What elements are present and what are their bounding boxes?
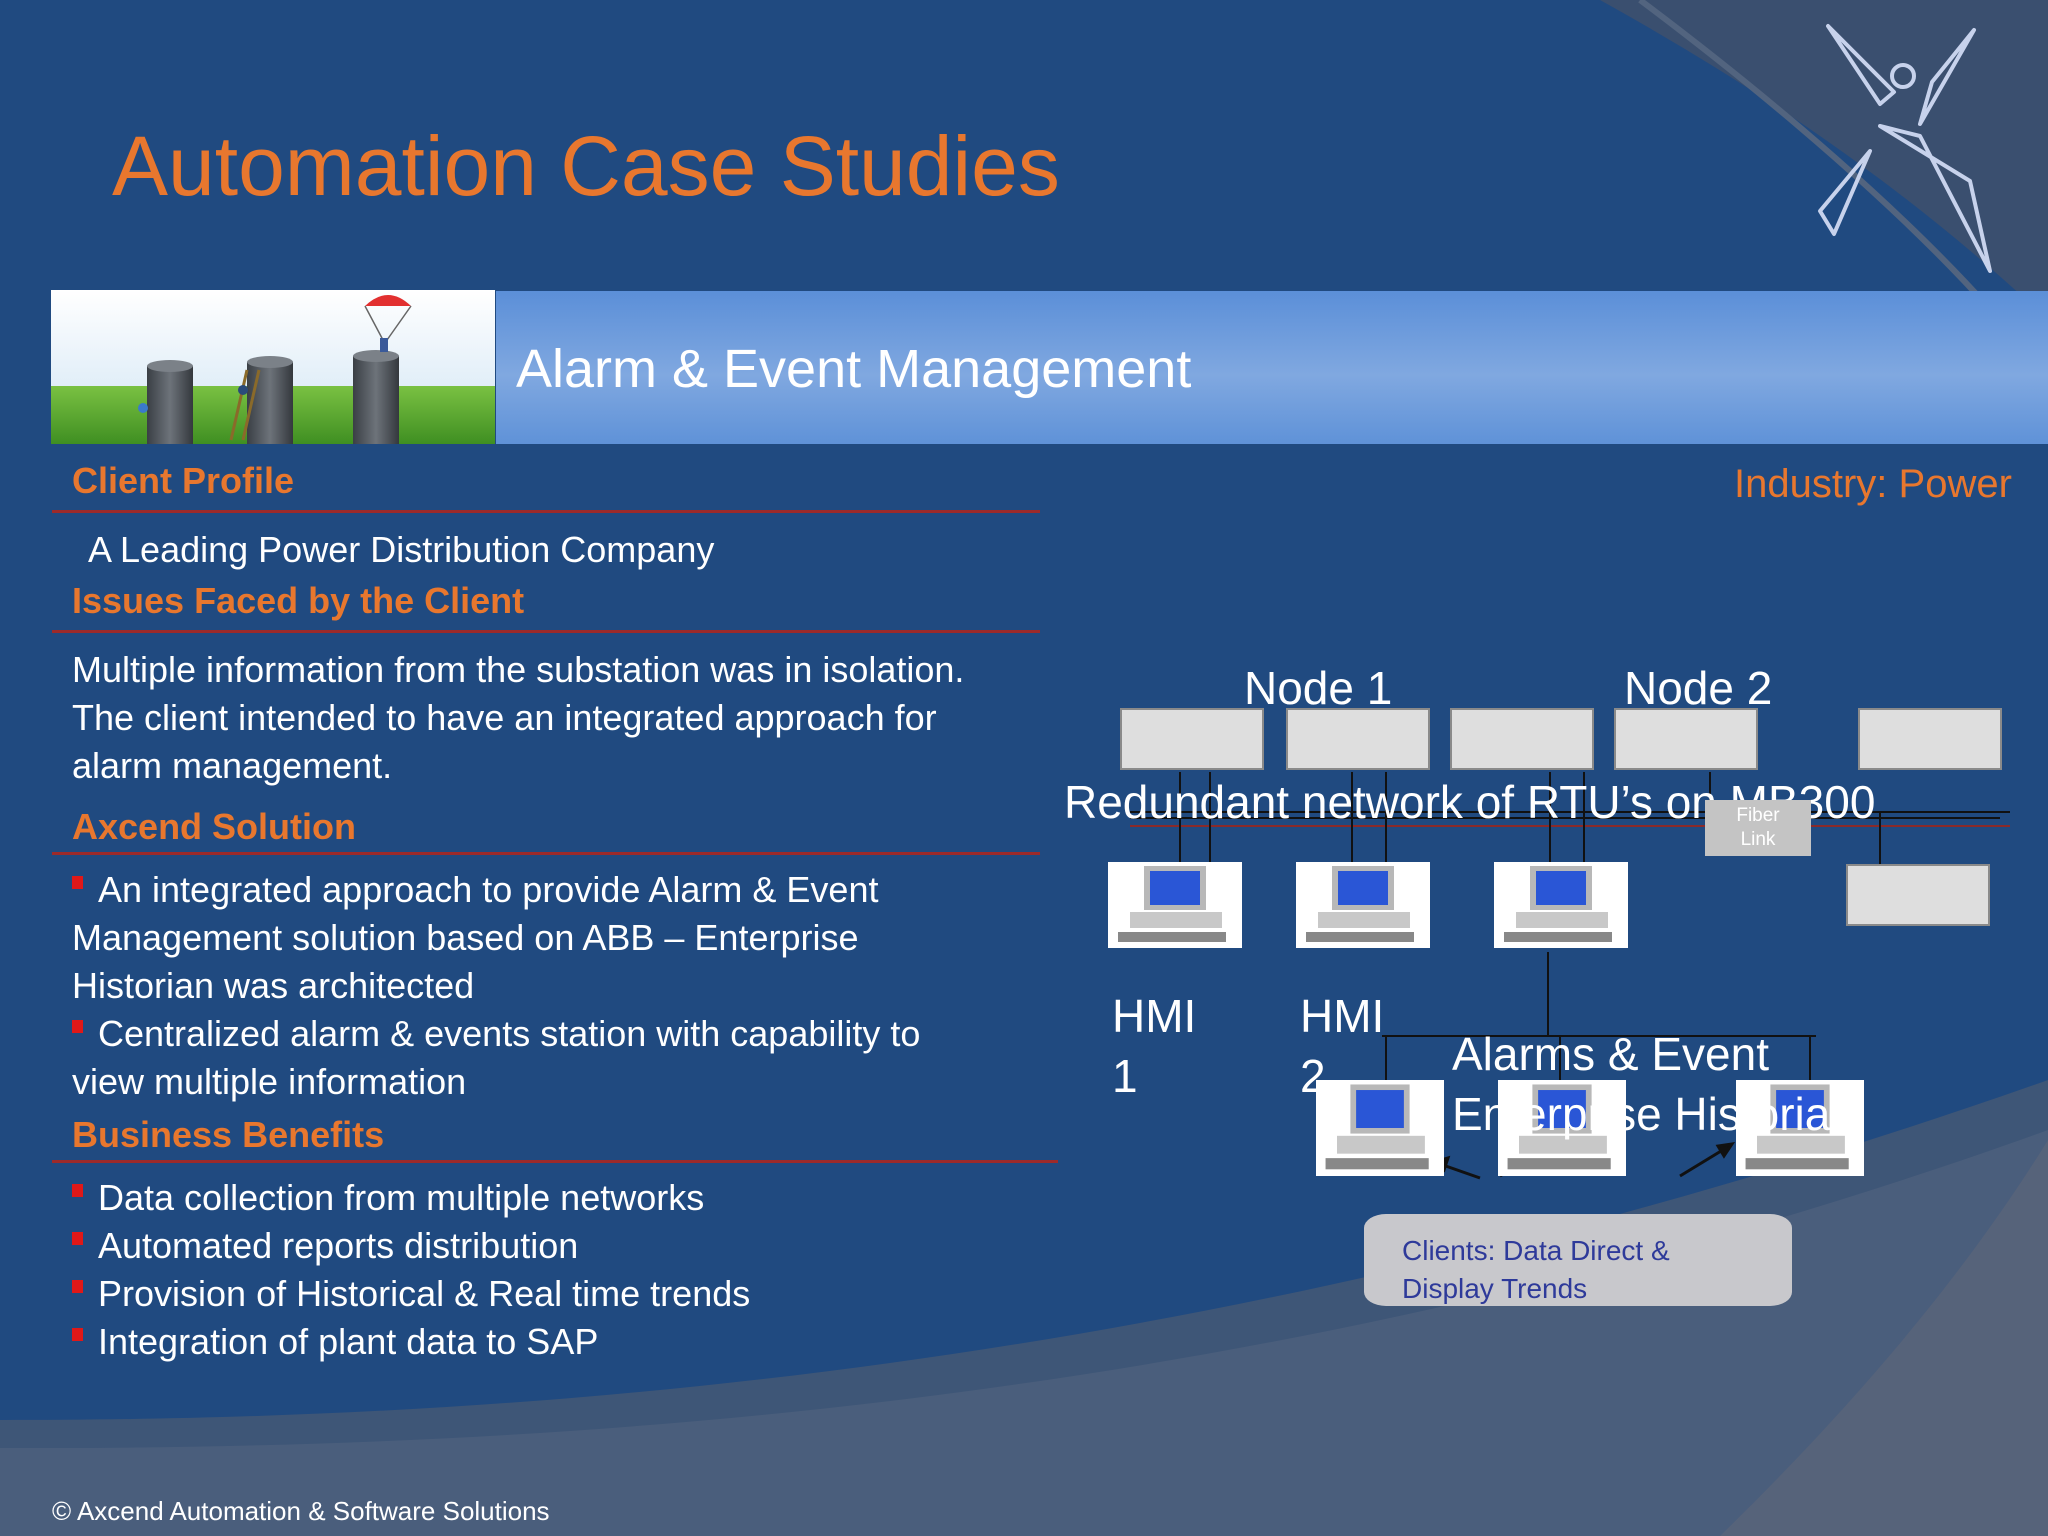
divider [52, 852, 1040, 855]
banner-bar [496, 291, 2048, 444]
page-title: Automation Case Studies [112, 119, 1060, 213]
bullet-item-continuation: Management solution based on ABB – Enter… [72, 917, 859, 958]
fiber-link-label: Fiber [1736, 805, 1780, 826]
industry-label: Industry: Power [1734, 462, 2012, 506]
rtu-rack-icon [1614, 708, 1758, 770]
issues-heading: Issues Faced by the Client [72, 580, 525, 621]
bullet-item-continuation: Historian was architected [72, 965, 475, 1006]
rtu-rack-icon [1450, 708, 1594, 770]
issues-line: alarm management. [72, 745, 393, 786]
rtu-rack-icon [1120, 708, 1264, 770]
solution-heading: Axcend Solution [72, 806, 357, 847]
banner-photo [51, 290, 495, 444]
client-profile-text: A Leading Power Distribution Company [88, 529, 715, 570]
bullet-item-continuation: view multiple information [72, 1061, 467, 1102]
node-1-label: Node 1 [1244, 662, 1393, 714]
clients-label: Display Trends [1402, 1273, 1588, 1304]
computer-icon [1498, 1080, 1626, 1176]
bullet-item: Integration of plant data to SAP [72, 1318, 750, 1366]
fiber-link-box: Fiber Link [1705, 800, 1811, 856]
footer-copyright: © Axcend Automation & Software Solutions [52, 1496, 550, 1526]
bullet-item: An integrated approach to provide Alarm … [72, 866, 920, 914]
stick-figure-logo-icon [1818, 24, 1992, 273]
issues-text: Multiple information from the substation… [72, 646, 964, 790]
divider [52, 510, 1040, 513]
issues-line: The client intended to have an integrate… [72, 697, 937, 738]
divider [52, 1160, 1058, 1163]
bullet-item: Provision of Historical & Real time tren… [72, 1270, 750, 1318]
rtu-rack-icon [1846, 864, 1990, 926]
benefits-heading: Business Benefits [72, 1114, 385, 1155]
computer-icon [1316, 1080, 1444, 1176]
computer-icon [1296, 862, 1430, 948]
banner-title: Alarm & Event Management [516, 339, 1192, 399]
network-lines [1130, 772, 2010, 1180]
bullet-item: Centralized alarm & events station with … [72, 1010, 920, 1058]
bullet-item: Automated reports distribution [72, 1222, 750, 1270]
rtu-rack-icon [1286, 708, 1430, 770]
clients-box: Clients: Data Direct & Display Trends [1364, 1214, 1792, 1306]
computer-icon [1108, 862, 1242, 948]
issues-line: Multiple information from the substation… [72, 649, 965, 690]
client-profile-heading: Client Profile [72, 460, 295, 501]
clients-label: Clients: Data Direct & [1402, 1235, 1670, 1266]
benefits-list: Data collection from multiple networks A… [72, 1174, 750, 1366]
fiber-link-label: Link [1740, 829, 1776, 850]
solution-list: An integrated approach to provide Alarm … [72, 866, 920, 1106]
computer-icon [1494, 862, 1628, 948]
bullet-item: Data collection from multiple networks [72, 1174, 750, 1222]
rtu-rack-icon [1858, 708, 2002, 770]
node-2-label: Node 2 [1624, 662, 1773, 714]
divider [52, 630, 1040, 633]
computer-icon [1736, 1080, 1864, 1176]
